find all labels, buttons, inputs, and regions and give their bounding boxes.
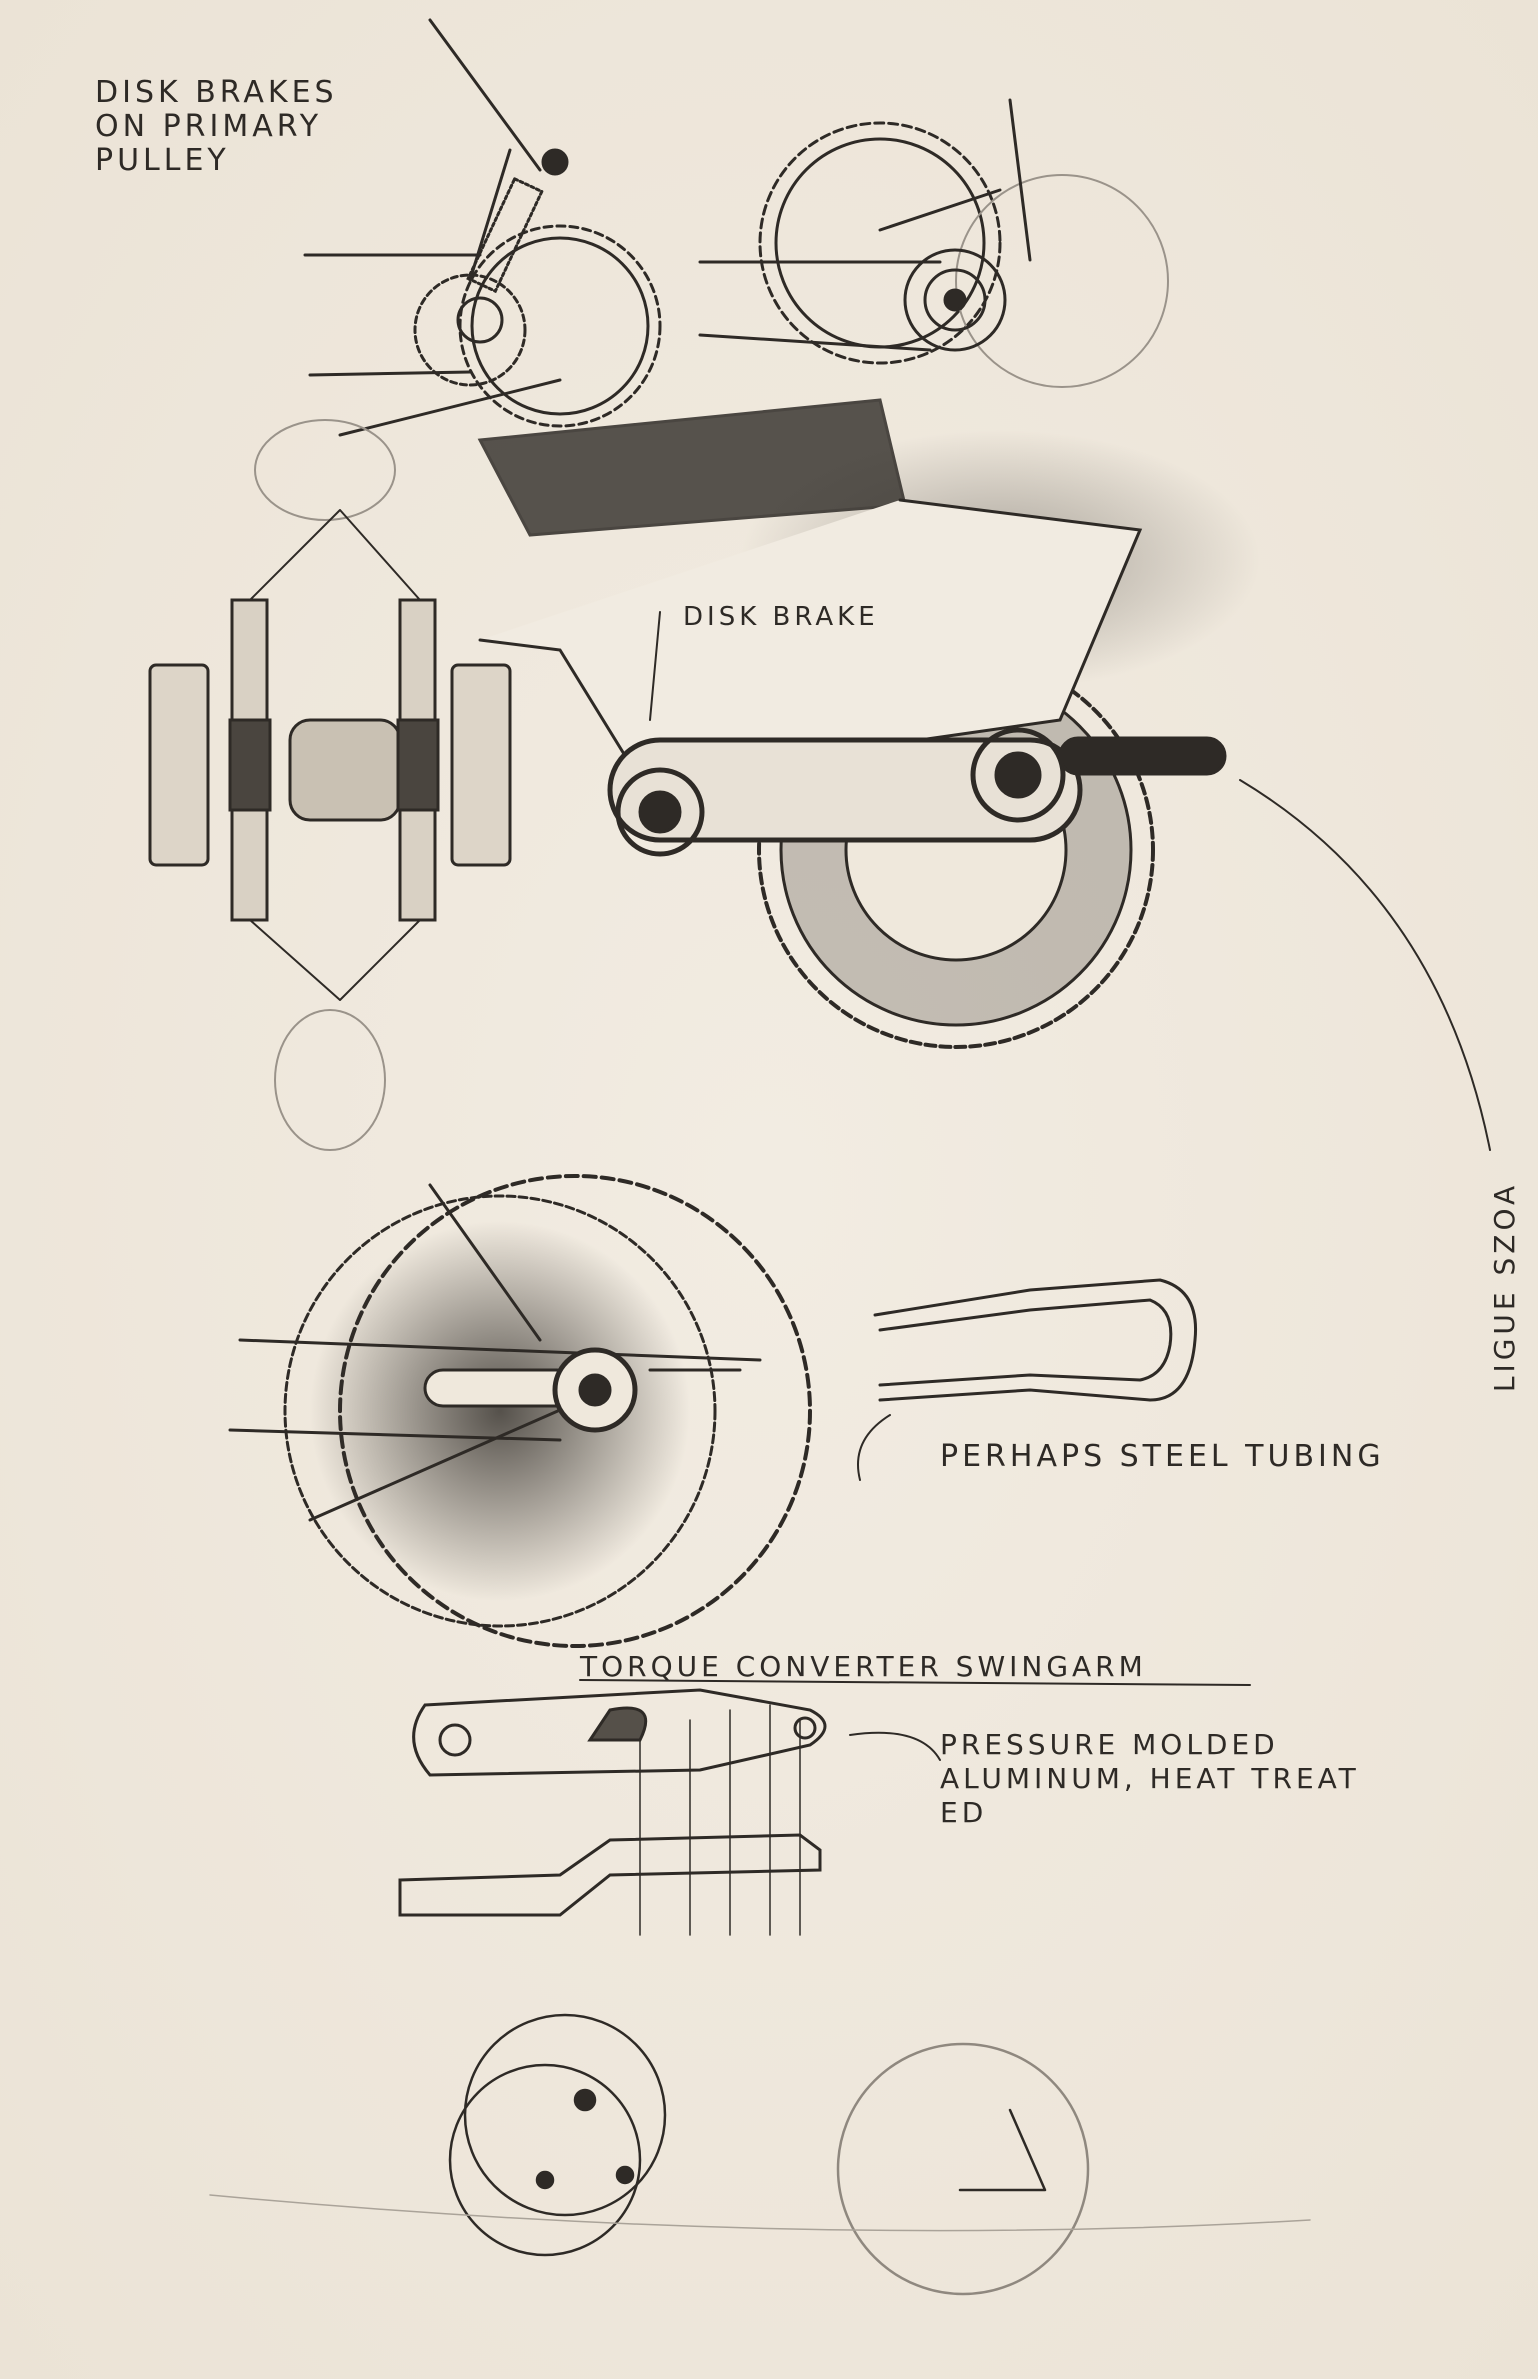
top-left-pulley-sketch — [254, 18, 662, 521]
bottom-circles-sketch — [209, 2013, 1311, 2296]
exploded-view-sketch — [148, 509, 512, 1151]
u-tube-sketch — [857, 1278, 1198, 1481]
lower-chainring-sketch — [228, 1174, 812, 1648]
note-steel-tubing: PERHAPS STEEL TUBING — [940, 1439, 1385, 1474]
main-housing-sketch — [478, 498, 1491, 1151]
top-right-pulley-sketch — [698, 98, 1169, 388]
note-swingarm: TORQUE CONVERTER SWINGARM — [580, 1650, 1147, 1683]
note-ligue: LIGUE SZOA — [1488, 1181, 1522, 1393]
note-disk-brake: DISK BRAKE — [683, 602, 879, 632]
swingarm-sketch — [398, 1679, 1251, 1936]
